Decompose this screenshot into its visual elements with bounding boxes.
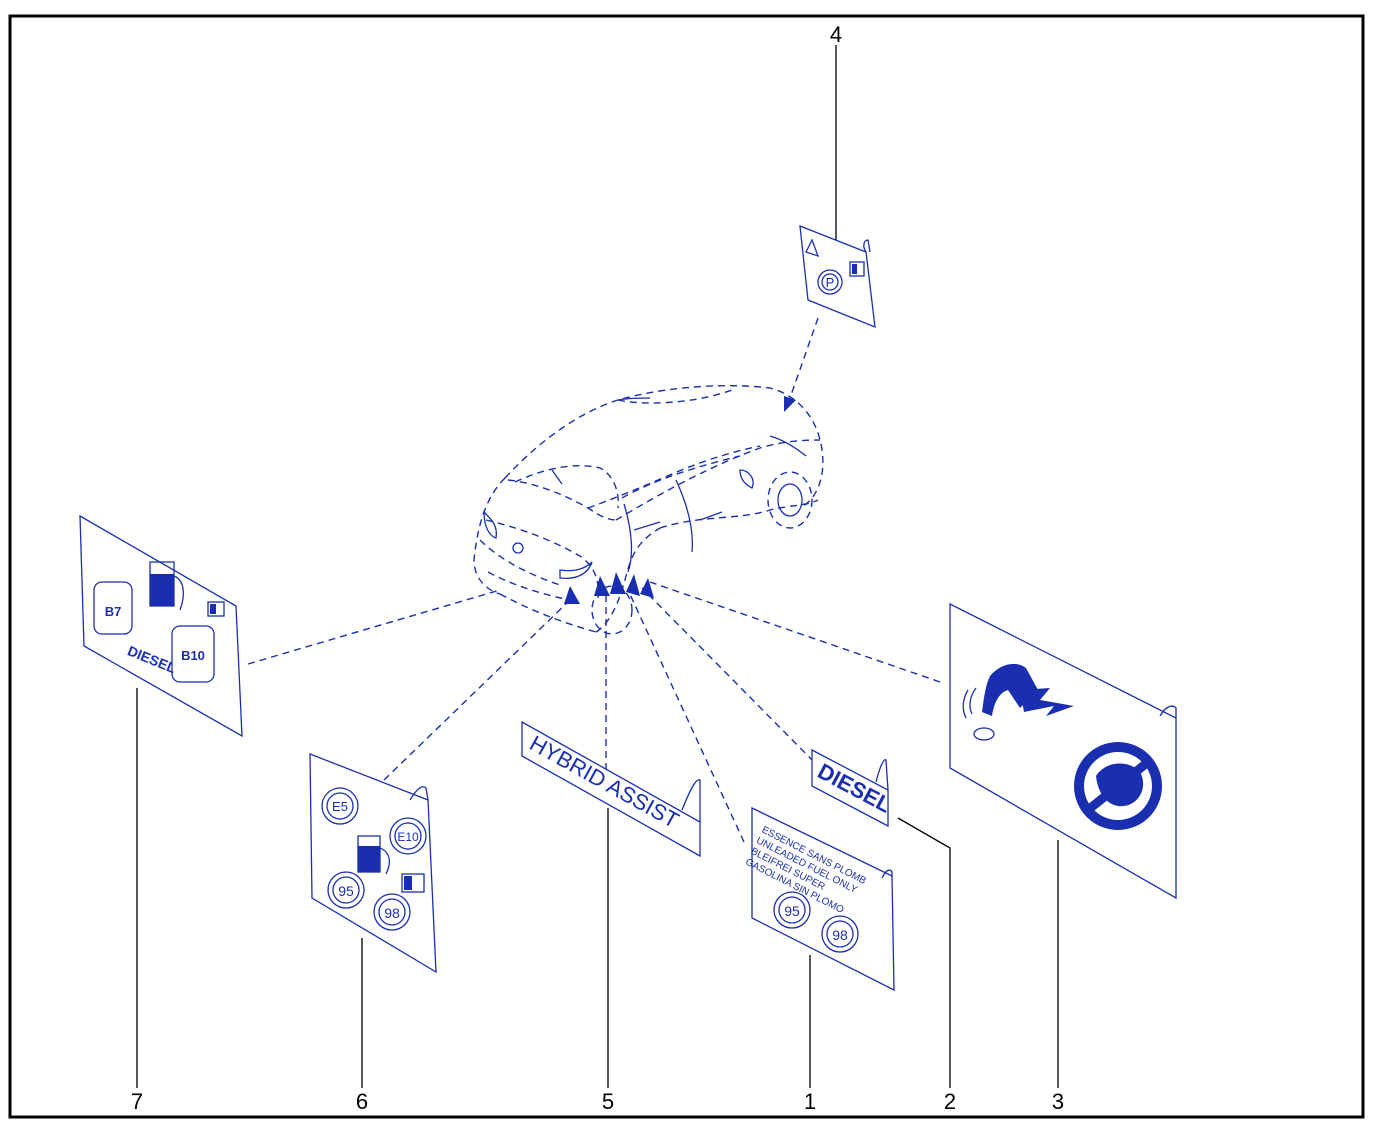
b10-text: B10 <box>181 648 205 663</box>
e10-text: E10 <box>397 830 419 844</box>
prohibition-icon <box>1074 742 1162 830</box>
callout-6: 6 <box>356 1089 368 1114</box>
e5-text: E5 <box>332 799 348 814</box>
dashed-leaders-front <box>247 572 941 843</box>
octane-98-text: 98 <box>384 905 400 921</box>
owner-manual-icon <box>849 261 865 277</box>
e5-badge: E5 <box>321 787 359 825</box>
e10-badge: E10 <box>389 817 427 855</box>
warning-triangle-icon <box>805 238 820 258</box>
callout-1: 1 <box>804 1089 816 1114</box>
octane-98-badge: 98 <box>821 915 859 953</box>
leader-2 <box>897 817 951 1088</box>
callout-3: 3 <box>1052 1089 1064 1114</box>
label-7-diesel-fuel: B7 B10 DIESEL <box>79 514 243 738</box>
label-5-hybrid-assist: HYBRID ASSIST <box>521 720 701 858</box>
callout-4: 4 <box>830 22 842 47</box>
b7-text: B7 <box>105 604 122 619</box>
octane-95-badge: 95 <box>773 891 811 929</box>
label-3-battery-warning <box>949 602 1177 900</box>
callout-7: 7 <box>131 1089 143 1114</box>
octane-95-text: 95 <box>338 883 354 899</box>
b7-badge: B7 <box>93 581 133 635</box>
callout-5: 5 <box>602 1089 614 1114</box>
vehicle-outline <box>473 384 824 635</box>
octane-95-badge: 95 <box>327 871 365 909</box>
label-1-unleaded-fuel: ESSENCE SANS PLOMB UNLEADED FUEL ONLY BL… <box>743 806 895 992</box>
hybrid-assist-text: HYBRID ASSIST <box>526 731 684 833</box>
label-4-parking-warning: P <box>799 225 876 329</box>
callout-2: 2 <box>944 1089 956 1114</box>
octane-95-text-1: 95 <box>784 903 800 919</box>
electric-shock-hazard-icon <box>962 663 1074 741</box>
octane-98-text-1: 98 <box>832 927 848 943</box>
drawing-frame <box>8 14 1365 1119</box>
label-6-petrol-fuel: E5 E10 95 98 <box>309 753 437 974</box>
parking-symbol: P <box>817 269 843 295</box>
owner-manual-icon <box>207 601 225 617</box>
fuel-pump-icon <box>149 561 185 611</box>
owner-manual-icon <box>401 873 425 893</box>
parking-letter: P <box>826 275 835 290</box>
arrow-label4 <box>784 317 819 412</box>
b10-badge: B10 <box>171 625 215 683</box>
fuel-pump-icon <box>357 835 391 875</box>
label-2-diesel: DIESEL <box>811 748 896 828</box>
octane-98-badge: 98 <box>373 893 411 931</box>
